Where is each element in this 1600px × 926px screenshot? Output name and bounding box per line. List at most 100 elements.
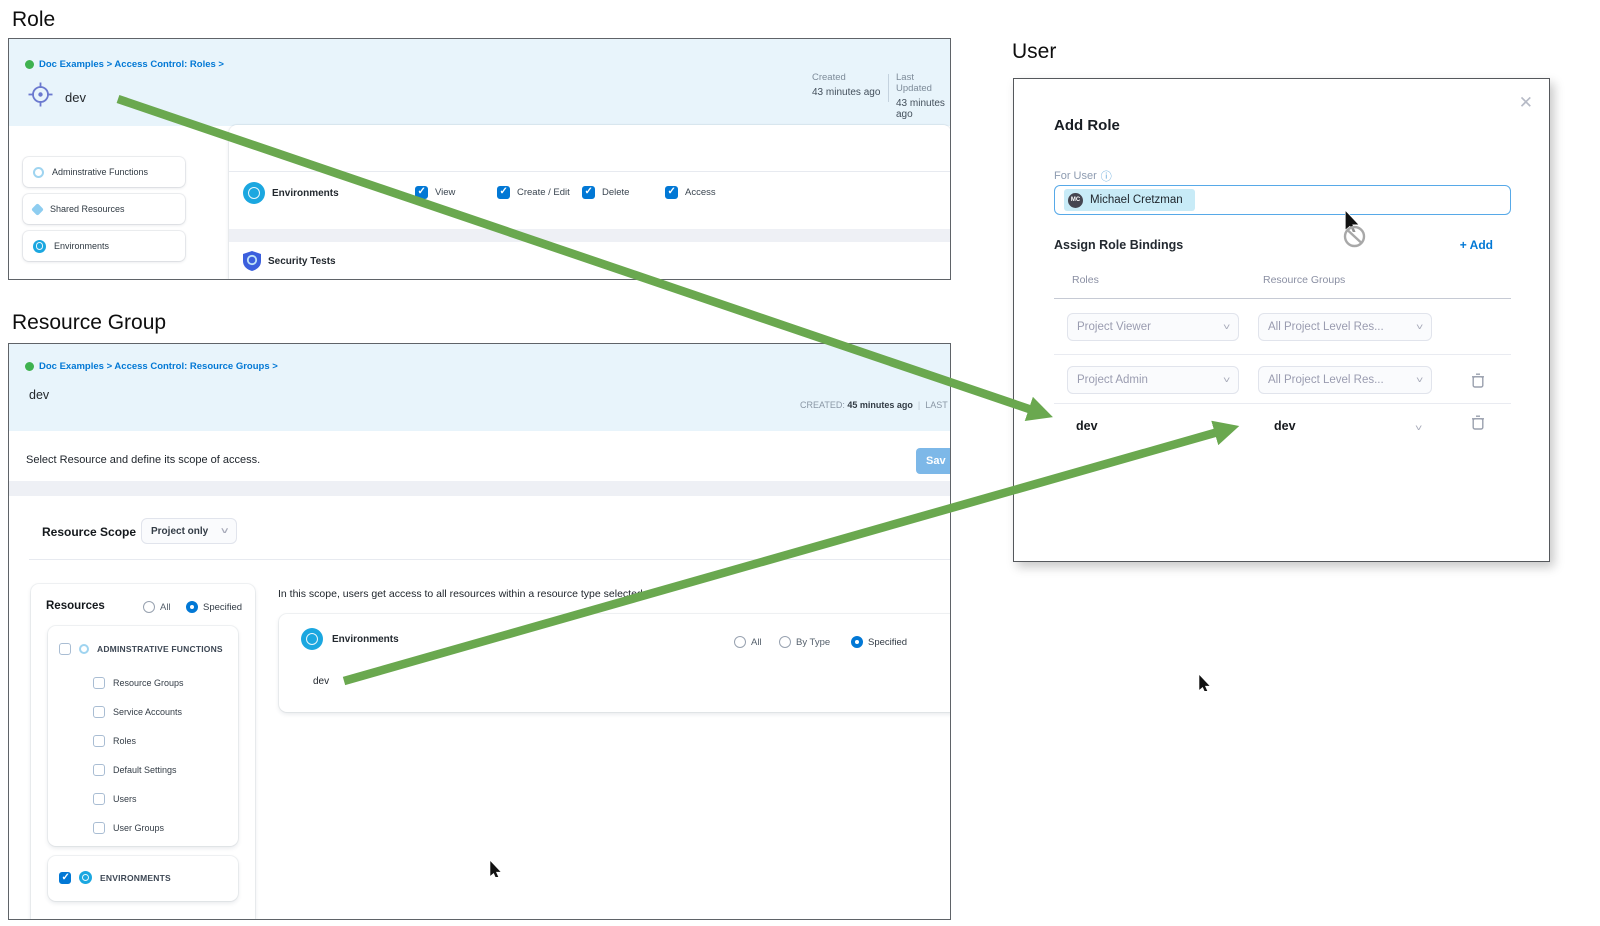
sidebar-item-shared-resources[interactable]: Shared Resources — [23, 194, 185, 224]
resources-radio-all[interactable]: All — [143, 601, 171, 613]
checkbox-icon[interactable] — [59, 643, 71, 655]
checkbox-checked-icon[interactable] — [665, 186, 678, 199]
resource-row-label: Environments — [272, 187, 339, 199]
radio-icon[interactable] — [734, 636, 746, 648]
security-tests-icon — [243, 251, 261, 271]
role-permissions-card: Environments View Create / Edit Delete A… — [229, 125, 950, 279]
chevron-down-icon[interactable]: ˅ — [1219, 423, 1228, 433]
info-icon[interactable]: ⓘ — [1100, 171, 1112, 183]
resource-group-dropdown[interactable]: All Project Level Res... ˅ — [1258, 313, 1432, 341]
tree-item-default-settings[interactable]: Default Settings — [93, 764, 177, 776]
role-updated-block: Last Updated 43 minutes ago — [896, 72, 950, 120]
dialog-title: Add Role — [1054, 117, 1120, 134]
cursor-icon — [1345, 210, 1361, 232]
radio-selected-icon[interactable] — [186, 601, 198, 613]
role-breadcrumb[interactable]: Doc Examples > Access Control: Roles > — [25, 59, 224, 70]
sidebar-item-label: Environments — [54, 241, 110, 251]
resource-scope-dropdown[interactable]: Project only ˅ — [141, 518, 237, 544]
resource-scope-value: Project only — [151, 525, 209, 537]
user-section-label: User — [1012, 40, 1057, 63]
avatar: MC — [1068, 192, 1083, 208]
role-dropdown-value: Project Viewer — [1077, 321, 1151, 333]
user-chip-name: Michael Cretzman — [1090, 194, 1183, 206]
role-dropdown[interactable]: Project Admin ˅ — [1067, 366, 1239, 394]
created-label: CREATED: — [800, 400, 845, 410]
checkbox-icon[interactable] — [93, 793, 105, 805]
role-dropdown-dev[interactable]: dev — [1076, 419, 1098, 433]
tree-item-roles[interactable]: Roles — [93, 735, 136, 747]
role-target-icon — [28, 82, 53, 107]
role-created-block: Created 43 minutes ago — [812, 72, 880, 98]
assign-role-bindings-label: Assign Role Bindings — [1054, 238, 1184, 252]
permission-delete[interactable]: Delete — [582, 186, 629, 199]
security-row-label: Security Tests — [268, 255, 336, 267]
checkbox-checked-icon[interactable] — [497, 186, 510, 199]
resources-card: Resources All Specified ADMINSTRATIVE FU… — [31, 584, 255, 919]
tree-group-label: ADMINSTRATIVE FUNCTIONS — [97, 644, 223, 654]
scope-radio-all[interactable]: All — [734, 636, 762, 648]
resource-group-breadcrumb-text[interactable]: Doc Examples > Access Control: Resource … — [39, 361, 278, 372]
checkbox-checked-icon[interactable] — [582, 186, 595, 199]
checkbox-icon[interactable] — [93, 677, 105, 689]
user-chip[interactable]: MC Michael Cretzman — [1064, 189, 1195, 211]
resource-group-dropdown[interactable]: All Project Level Res... ˅ — [1258, 366, 1432, 394]
scope-resource-label: Environments — [332, 633, 399, 645]
resources-radio-specified[interactable]: Specified — [186, 601, 242, 613]
tree-item-service-accounts[interactable]: Service Accounts — [93, 706, 182, 718]
radio-label: All — [751, 636, 762, 648]
add-binding-button[interactable]: + Add — [1459, 238, 1493, 252]
table-header-divider — [1054, 298, 1511, 299]
updated-value: 43 minutes ago — [896, 98, 945, 120]
resource-group-panel: Doc Examples > Access Control: Resource … — [8, 343, 951, 920]
permission-access[interactable]: Access — [665, 186, 716, 199]
role-breadcrumb-text[interactable]: Doc Examples > Access Control: Roles > — [39, 59, 224, 70]
tree-item-user-groups[interactable]: User Groups — [93, 822, 164, 834]
radio-label: Specified — [203, 601, 243, 613]
chevron-down-icon[interactable]: ˅ — [1414, 423, 1423, 433]
scope-selected-value: dev — [313, 676, 330, 687]
checkbox-icon[interactable] — [93, 735, 105, 747]
radio-icon[interactable] — [143, 601, 155, 613]
tree-item-users[interactable]: Users — [93, 793, 137, 805]
scope-radio-specified[interactable]: Specified — [851, 636, 907, 648]
sidebar-item-environments[interactable]: Environments — [23, 231, 185, 261]
resource-group-dropdown-value: All Project Level Res... — [1268, 374, 1384, 386]
save-button[interactable]: Sav — [916, 448, 950, 474]
updated-label: Last Updated — [896, 72, 932, 94]
role-dropdown[interactable]: Project Viewer ˅ — [1067, 313, 1239, 341]
permission-view[interactable]: View — [415, 186, 455, 199]
checkbox-icon[interactable] — [93, 822, 105, 834]
tree-group-administrative-functions[interactable]: ADMINSTRATIVE FUNCTIONS — [59, 643, 223, 655]
radio-label: Specified — [868, 636, 908, 648]
scope-divider — [29, 559, 950, 560]
radio-selected-icon[interactable] — [851, 636, 863, 648]
tree-item-label: Service Accounts — [113, 707, 183, 717]
row-divider — [1054, 403, 1511, 404]
environments-icon — [33, 239, 46, 253]
checkbox-icon[interactable] — [93, 706, 105, 718]
radio-icon[interactable] — [779, 636, 791, 648]
for-user-label: For User — [1054, 170, 1097, 182]
meta-divider — [888, 74, 889, 102]
trash-icon[interactable] — [1471, 373, 1485, 388]
close-icon[interactable]: ✕ — [1518, 93, 1533, 112]
permission-label: View — [435, 187, 456, 198]
project-dot-icon — [25, 362, 34, 371]
sidebar-item-administrative-functions[interactable]: Adminstrative Functions — [23, 157, 185, 187]
checkbox-icon[interactable] — [93, 764, 105, 776]
role-section-label: Role — [12, 8, 56, 31]
tree-group-environments[interactable]: ENVIRONMENTS — [59, 871, 171, 884]
trash-icon[interactable] — [1471, 415, 1485, 430]
for-user-input[interactable]: MC Michael Cretzman — [1054, 185, 1511, 215]
resource-group-breadcrumb[interactable]: Doc Examples > Access Control: Resource … — [25, 361, 278, 372]
checkbox-checked-icon[interactable] — [59, 871, 71, 884]
environments-row: Environments — [243, 182, 339, 204]
scope-radio-by-type[interactable]: By Type — [779, 636, 830, 648]
checkbox-checked-icon[interactable] — [415, 186, 428, 199]
tree-group-label: ENVIRONMENTS — [100, 872, 171, 883]
resource-group-dropdown-dev[interactable]: dev — [1274, 419, 1296, 433]
tree-item-resource-groups[interactable]: Resource Groups — [93, 677, 184, 689]
permission-create-edit[interactable]: Create / Edit — [497, 186, 570, 199]
permission-label: Delete — [602, 187, 630, 198]
